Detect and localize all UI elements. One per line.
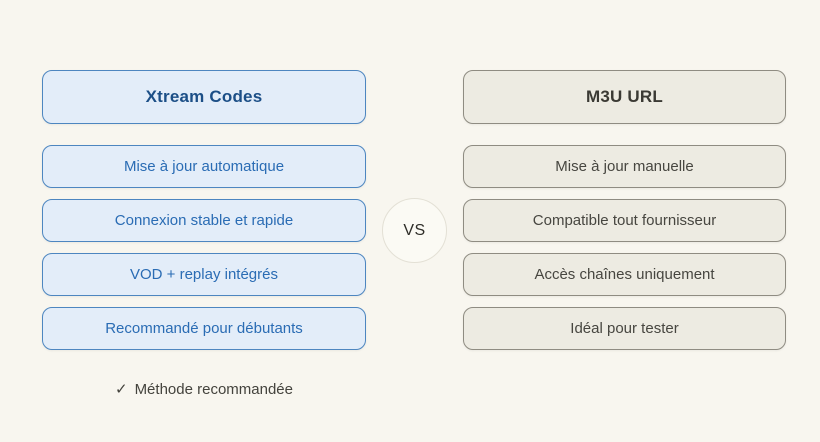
xtream-codes-header-card: Xtream Codes xyxy=(42,70,366,124)
feature-label: Connexion stable et rapide xyxy=(114,212,294,229)
m3u-feature-manual-update: Mise à jour manuelle xyxy=(463,145,786,188)
vs-label: VS xyxy=(403,221,426,239)
footnote-label: Méthode recommandée xyxy=(134,380,293,398)
feature-label: Mise à jour manuelle xyxy=(555,158,694,175)
m3u-feature-compatibility: Compatible tout fournisseur xyxy=(463,199,786,242)
xtream-codes-column: Xtream Codes Mise à jour automatique Con… xyxy=(42,70,366,398)
xtream-codes-title: Xtream Codes xyxy=(145,87,263,106)
feature-label: Accès chaînes uniquement xyxy=(534,266,715,283)
xtream-feature-vod-replay: VOD + replay intégrés xyxy=(42,253,366,296)
feature-label: VOD + replay intégrés xyxy=(130,266,278,283)
m3u-url-column: M3U URL Mise à jour manuelle Compatible … xyxy=(463,70,786,350)
feature-label: Mise à jour automatique xyxy=(123,158,285,175)
vs-badge: VS xyxy=(382,198,447,263)
checkmark-icon: ✓ xyxy=(114,381,128,398)
recommended-method-footnote: ✓ Méthode recommandée xyxy=(42,380,366,399)
m3u-url-header-card: M3U URL xyxy=(463,70,786,124)
xtream-feature-auto-update: Mise à jour automatique xyxy=(42,145,366,188)
xtream-feature-stable-connection: Connexion stable et rapide xyxy=(42,199,366,242)
feature-label: Recommandé pour débutants xyxy=(105,320,303,337)
xtream-feature-beginners: Recommandé pour débutants xyxy=(42,307,366,350)
feature-label: Idéal pour tester xyxy=(570,320,679,337)
m3u-url-title: M3U URL xyxy=(586,87,663,106)
m3u-feature-testing: Idéal pour tester xyxy=(463,307,786,350)
feature-label: Compatible tout fournisseur xyxy=(532,212,717,229)
m3u-feature-channels-only: Accès chaînes uniquement xyxy=(463,253,786,296)
